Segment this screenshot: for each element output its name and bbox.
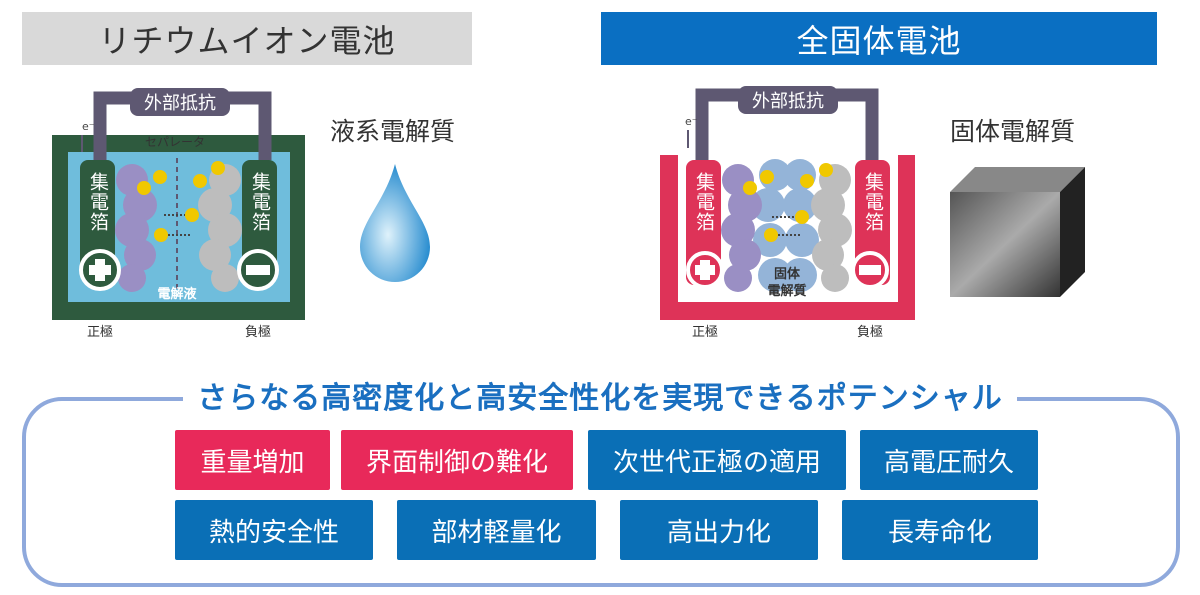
solid-electrolyte-label-1: 固体 xyxy=(774,266,801,282)
benefit-high-voltage: 高電圧耐久 xyxy=(860,430,1038,490)
all-solid-battery-diagram: 外部抵抗 e⁻ 固体 電解質 正極 負極 xyxy=(660,86,915,340)
positive-label: 正極 xyxy=(87,324,113,340)
negative-label: 負極 xyxy=(857,324,883,340)
cathode-collector-label: 集電箔 xyxy=(87,172,109,232)
potential-title: さらなる高密度化と高安全性化を実現できるポテンシャル xyxy=(183,381,1017,416)
challenge-interface-control: 界面制御の難化 xyxy=(341,430,573,490)
water-drop-icon xyxy=(360,164,430,282)
lithium-ions xyxy=(743,163,833,242)
battery-case xyxy=(660,155,915,320)
external-resistance-label: 外部抵抗 xyxy=(752,91,824,112)
external-resistance-label: 外部抵抗 xyxy=(144,93,216,114)
benefit-long-life: 長寿命化 xyxy=(842,500,1038,560)
positive-label: 正極 xyxy=(692,324,718,340)
ion-arrows xyxy=(164,214,190,236)
benefit-next-gen-cathode: 次世代正極の適用 xyxy=(588,430,846,490)
solid-electrolyte-type-label: 固体電解質 xyxy=(950,117,1076,146)
separator-label: セパレータ xyxy=(145,135,205,149)
all-solid-header: 全固体電池 xyxy=(601,12,1157,65)
lithium-ions xyxy=(137,161,225,242)
benefit-thermal-safety: 熱的安全性 xyxy=(175,500,373,560)
anode-collector-label: 集電箔 xyxy=(249,172,271,232)
resistor-box xyxy=(738,86,838,114)
anode-collector xyxy=(242,160,277,280)
solid-cube-icon xyxy=(950,167,1085,297)
benefit-lightweight: 部材軽量化 xyxy=(397,500,596,560)
electrolyte-label: 電解液 xyxy=(157,286,196,302)
cathode-collector-label: 集電箔 xyxy=(693,172,715,232)
anode-particles xyxy=(811,164,852,292)
challenge-weight-increase: 重量増加 xyxy=(175,430,330,490)
lithium-ion-header: リチウムイオン電池 xyxy=(22,12,472,65)
lithium-ion-battery-diagram: 外部抵抗 e⁻ セパレータ 電解液 正極 負極 xyxy=(52,88,305,340)
benefit-high-output: 高出力化 xyxy=(620,500,818,560)
liquid-electrolyte-label: 液系電解質 xyxy=(330,117,456,146)
cathode-particles xyxy=(115,164,157,292)
resistor-box xyxy=(130,88,230,116)
electron-label: e⁻ xyxy=(82,120,95,133)
anode-collector-label: 集電箔 xyxy=(862,172,884,232)
negative-label: 負極 xyxy=(245,324,271,340)
electron-label: e⁻ xyxy=(685,115,698,128)
cathode-particles xyxy=(721,164,762,292)
solid-electrolyte-label-2: 電解質 xyxy=(767,283,806,299)
